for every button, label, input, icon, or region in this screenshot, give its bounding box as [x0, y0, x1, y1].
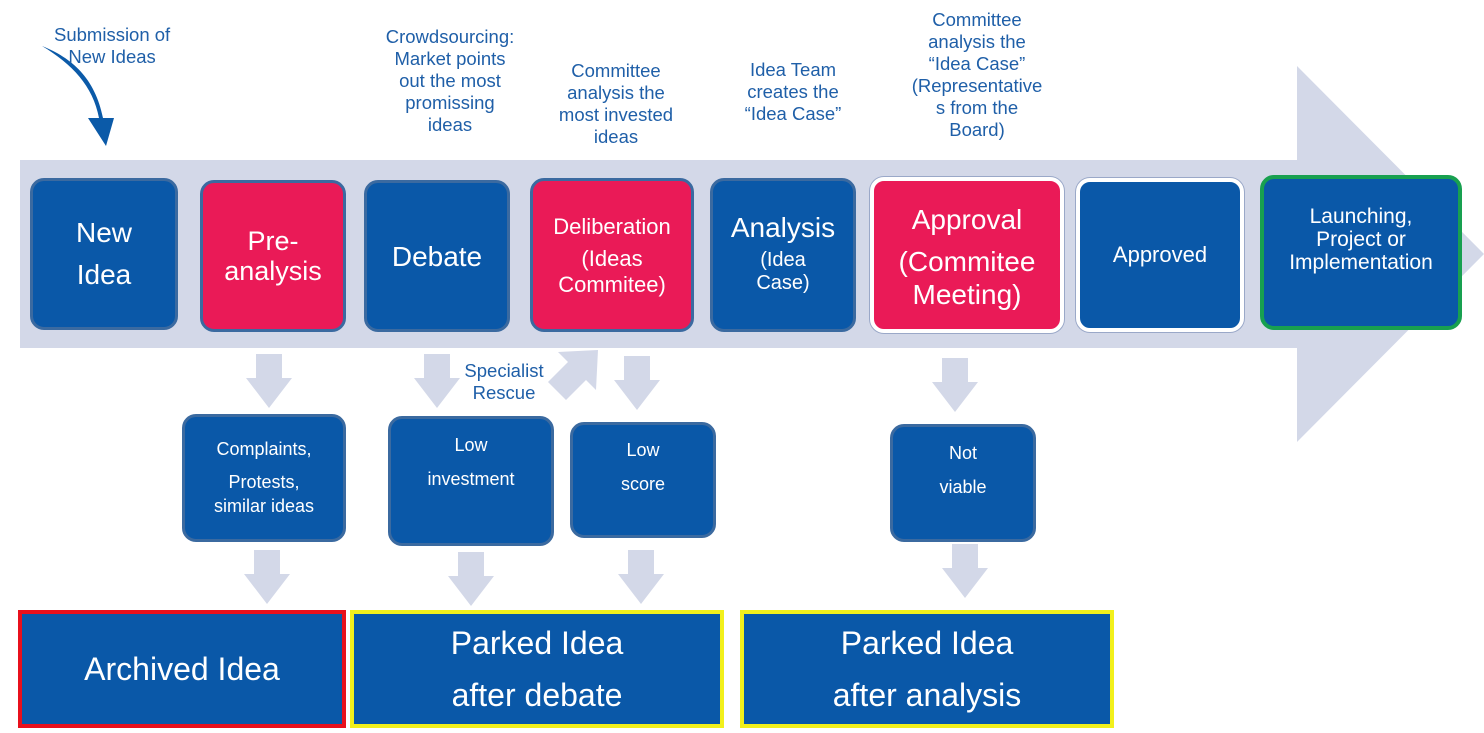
- outcome-parked-after-analysis: Parked Idea after analysis: [740, 610, 1114, 728]
- reason-label: viable: [939, 477, 987, 497]
- caption-line: Specialist: [464, 360, 544, 381]
- caption-line: Idea Team: [749, 59, 837, 80]
- outcome-parked-after-debate: Parked Idea after debate: [350, 610, 724, 728]
- stage-label: Analysis: [730, 212, 836, 243]
- caption-line: analysis the: [567, 82, 665, 103]
- stage-sublabel: Commitee): [558, 272, 666, 297]
- stage-pre-analysis: Pre- analysis: [200, 180, 346, 332]
- caption-line: most invested: [558, 104, 674, 125]
- caption-line: Crowdsourcing:: [385, 26, 515, 47]
- stage-new-idea: New Idea: [30, 178, 178, 330]
- outcome-label: after analysis: [832, 677, 1022, 713]
- down-arrow-not-viable: [942, 544, 988, 598]
- caption-line: Committee: [932, 9, 1022, 30]
- reason-label: similar ideas: [213, 496, 315, 516]
- reason-complaints: Complaints, Protests, similar ideas: [182, 414, 346, 542]
- caption-line: (Representative: [911, 75, 1043, 96]
- caption-line: creates the: [747, 81, 839, 102]
- caption-line: s from the: [935, 97, 1019, 118]
- stage-label: analysis: [224, 256, 322, 286]
- stage-launching: Launching, Project or Implementation: [1260, 175, 1462, 330]
- caption-line: ideas: [593, 126, 639, 147]
- stage-sublabel: Case): [756, 272, 810, 294]
- down-arrow-approval: [932, 358, 978, 412]
- caption-specialist-rescue: Specialist Rescue: [452, 360, 556, 404]
- caption-line: “Idea Case”: [744, 103, 842, 124]
- stage-label: (Commitee: [898, 246, 1036, 277]
- stage-deliberation: Deliberation (Ideas Commitee): [530, 178, 694, 332]
- reason-not-viable: Not viable: [890, 424, 1036, 542]
- outcome-label: Parked Idea: [840, 625, 1014, 661]
- caption-line: Market points: [394, 48, 506, 69]
- reason-label: Protests,: [228, 472, 300, 492]
- reason-low-investment: Low investment: [388, 416, 554, 546]
- caption-line: Rescue: [472, 382, 536, 403]
- caption-committee-case: Committee analysis the “Idea Case” (Repr…: [896, 9, 1058, 141]
- caption-line: analysis the: [928, 31, 1026, 52]
- stage-sublabel: (Ideas: [581, 246, 643, 271]
- stage-label: Launching,: [1309, 205, 1413, 228]
- reason-label: Not: [948, 443, 977, 463]
- stage-approved: Approved: [1076, 178, 1244, 332]
- stage-label: Implementation: [1289, 251, 1433, 274]
- stage-label: Debate: [391, 241, 483, 272]
- stage-label: New: [75, 217, 132, 248]
- stage-label: Project or: [1316, 228, 1406, 251]
- reason-low-score: Low score: [570, 422, 716, 538]
- caption-line: ideas: [427, 114, 473, 135]
- stage-label: Approval: [911, 204, 1023, 235]
- caption-idea-team: Idea Team creates the “Idea Case”: [720, 59, 866, 125]
- caption-line: Submission of: [54, 24, 171, 45]
- stage-sublabel: (Idea: [760, 249, 806, 271]
- stage-label: Idea: [76, 259, 132, 290]
- stage-label: Approved: [1112, 242, 1208, 267]
- reason-label: score: [620, 474, 665, 494]
- caption-submission: Submission of New Ideas: [54, 24, 170, 68]
- caption-line: “Idea Case”: [928, 53, 1026, 74]
- caption-line: New Ideas: [68, 46, 156, 67]
- stage-label: Deliberation: [553, 214, 671, 239]
- caption-line: Committee: [571, 60, 661, 81]
- outcome-label: after debate: [451, 677, 623, 713]
- down-arrow-low-investment: [448, 552, 494, 606]
- stage-approval: Approval (Commitee Meeting): [870, 177, 1064, 333]
- stage-debate: Debate: [364, 180, 510, 332]
- caption-line: promissing: [405, 92, 495, 113]
- down-arrow-low-score: [618, 550, 664, 604]
- down-arrow-deliberation: [614, 356, 660, 410]
- stage-label: Meeting): [912, 279, 1022, 310]
- reason-label: investment: [427, 469, 515, 489]
- caption-committee-invested: Committee analysis the most invested ide…: [540, 60, 692, 148]
- submission-curved-arrow: [42, 46, 114, 146]
- outcome-archived-idea: Archived Idea: [18, 610, 346, 728]
- stage-label: Pre-: [247, 226, 299, 256]
- down-arrow-complaints: [244, 550, 290, 604]
- specialist-rescue-arrow: [548, 350, 598, 400]
- reason-label: Complaints,: [216, 439, 312, 459]
- outcome-label: Parked Idea: [450, 625, 624, 661]
- down-arrow-debate: [414, 354, 460, 408]
- outcome-label: Archived Idea: [84, 651, 280, 687]
- down-arrow-pre-analysis: [246, 354, 292, 408]
- stage-analysis: Analysis (Idea Case): [710, 178, 856, 332]
- reason-label: Low: [454, 435, 488, 455]
- caption-line: Board): [949, 119, 1005, 140]
- caption-line: out the most: [399, 70, 501, 91]
- caption-crowdsourcing: Crowdsourcing: Market points out the mos…: [372, 26, 528, 136]
- reason-label: Low: [626, 440, 660, 460]
